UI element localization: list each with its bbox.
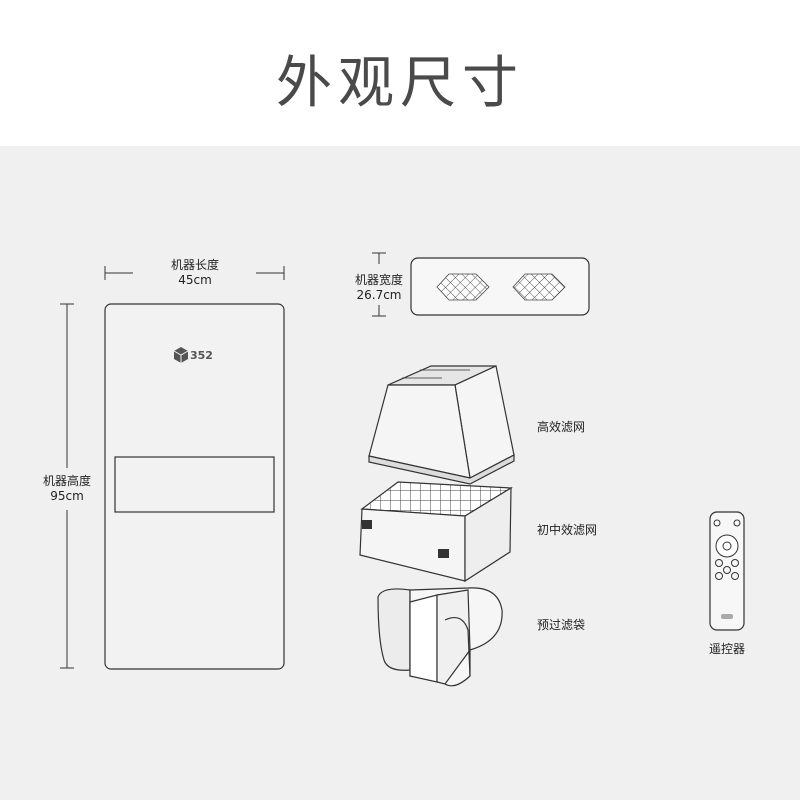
machine-top-view	[410, 257, 590, 316]
machine-body	[104, 303, 285, 670]
width-value-text: 26.7cm	[356, 288, 402, 302]
length-value-text: 45cm	[178, 273, 212, 287]
hepa-filter-drawing	[368, 365, 515, 485]
remote-label: 遥控器	[708, 642, 745, 656]
length-label-text: 机器长度	[170, 258, 219, 272]
length-label: 机器长度 45cm	[150, 258, 240, 288]
pre-filter-bag-label: 预过滤袋	[537, 618, 586, 632]
height-label-text: 机器高度	[42, 474, 91, 488]
height-value-text: 95cm	[50, 489, 84, 503]
remote-control-drawing	[709, 511, 745, 631]
length-dimension	[104, 266, 285, 280]
header: 外观尺寸	[0, 0, 800, 146]
medium-filter-drawing	[359, 481, 513, 583]
page-title: 外观尺寸	[276, 51, 524, 116]
pre-filter-bag-drawing	[377, 587, 503, 687]
width-label: 机器宽度 26.7cm	[342, 273, 416, 303]
hepa-filter-label: 高效滤网	[537, 420, 586, 434]
logo-text: 352	[190, 349, 213, 362]
height-dimension	[60, 303, 74, 669]
medium-filter-label: 初中效滤网	[537, 523, 598, 537]
height-label: 机器高度 95cm	[25, 474, 109, 504]
width-dimension	[372, 252, 386, 317]
logo-icon	[173, 347, 189, 363]
width-label-text: 机器宽度	[354, 273, 403, 287]
